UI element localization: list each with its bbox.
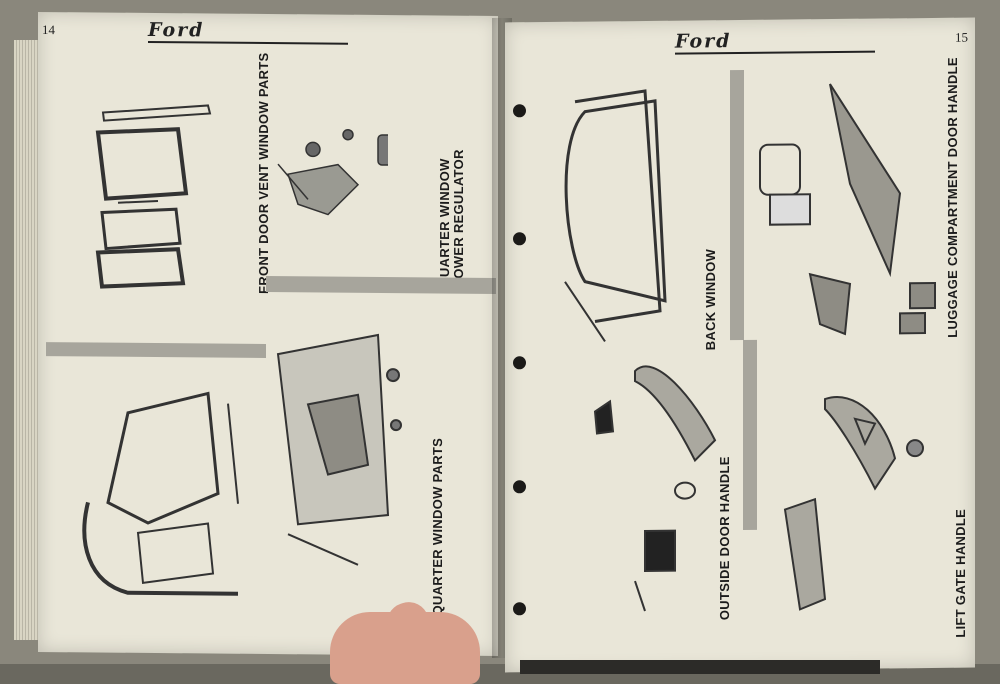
ford-logo-right: Ford [675,30,732,53]
hand-holding-page [330,612,480,684]
section-title-quarter-window-parts: QUARTER WINDOW PARTS [430,437,445,616]
section-divider-bar [46,342,266,358]
quarter-window-regulator-diagram [276,333,402,566]
quarter-window-glass-diagram [82,391,239,596]
power-regulator-diagram [277,128,388,216]
left-page: 14 Ford FRONT DOOR VENT WINDOW PARTS [38,11,498,657]
page-number-right: 15 [955,29,968,45]
binder-hole [513,480,526,494]
binder-hole [513,602,526,616]
back-window-diagram [564,89,667,342]
right-page: 15 Ford BACK WINDOW [505,17,975,673]
lift-gate-handle-diagram [783,396,924,611]
section-divider-bar [266,275,496,294]
ruler [520,660,880,674]
section-divider-bar [743,339,757,530]
section-title-lift-gate-handle: LIFT GATE HANDLE [953,508,968,638]
section-title-line-2: POWER REGULATOR [451,149,466,288]
outside-door-handle-diagram [593,365,717,612]
section-title-quarter-window-power-regulator: QUARTER WINDOW POWER REGULATOR [437,149,466,288]
section-title-outside-door-handle: OUTSIDE DOOR HANDLE [717,456,732,621]
binder-hole [513,232,526,246]
binder-hole [513,356,526,370]
section-title-luggage-compartment-door-handle: LUGGAGE COMPARTMENT DOOR HANDLE [945,57,960,338]
section-divider-bar [730,69,744,341]
binder-hole [513,104,526,118]
ford-logo-left: Ford [148,18,205,42]
vent-window-parts-diagram [95,104,212,289]
luggage-handle-diagram [759,83,936,336]
section-title-front-door-vent-window-parts: FRONT DOOR VENT WINDOW PARTS [256,52,271,295]
page-number-left: 14 [42,22,55,38]
section-title-back-window: BACK WINDOW [703,248,718,351]
section-title-line-1: QUARTER WINDOW [437,158,452,288]
header-rule-left [148,40,348,45]
